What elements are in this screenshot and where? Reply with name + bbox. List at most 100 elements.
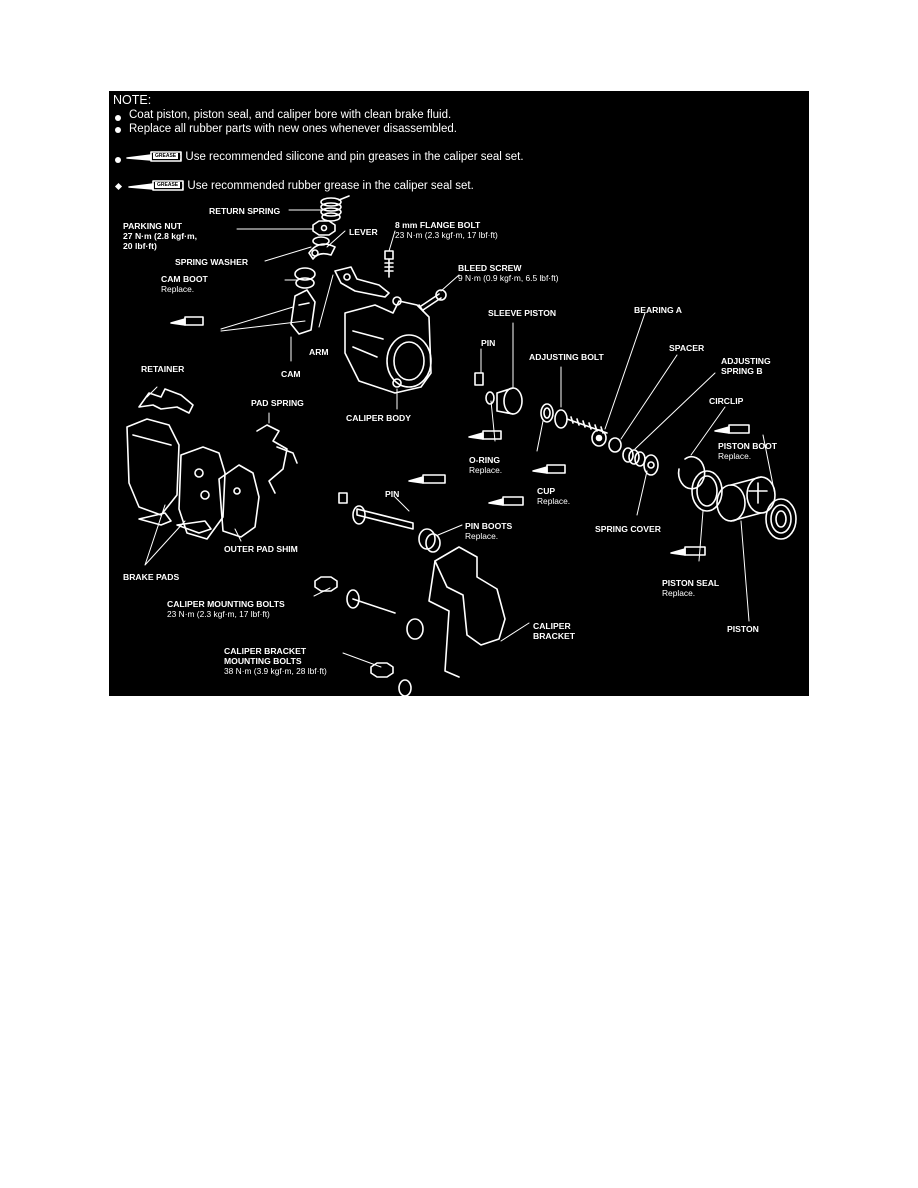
parking-nut-part xyxy=(312,220,336,236)
outer-pad-shim-part xyxy=(218,464,260,538)
label-caliper-mounting-bolts: CALIPER MOUNTING BOLTS xyxy=(167,599,285,609)
label-cup-replace: Replace. xyxy=(537,496,571,506)
label-adjusting-spring-b-2: SPRING B xyxy=(721,366,763,376)
label-piston-boot: PISTON BOOT xyxy=(718,441,778,451)
label-parking-nut-torque-1: 27 N·m (2.8 kgf·m, xyxy=(123,231,198,241)
label-o-ring: O-RING xyxy=(469,455,501,465)
label-caliper-body: CALIPER BODY xyxy=(346,413,411,423)
label-spacer: SPACER xyxy=(669,343,705,353)
pin-boots-part xyxy=(418,528,441,553)
grease-tube-tag: GREASE xyxy=(153,153,179,159)
pin-small-part xyxy=(474,372,484,386)
label-parking-nut: PARKING NUT xyxy=(123,221,183,231)
grease-tube-tag: GREASE xyxy=(155,182,181,188)
label-return-spring: RETURN SPRING xyxy=(209,206,281,216)
label-pin-boots-replace: Replace. xyxy=(465,531,499,541)
label-cam-boot-replace: Replace. xyxy=(161,284,195,294)
note-item-2: Replace all rubber parts with new ones w… xyxy=(129,123,457,135)
brake-pad-outer xyxy=(178,446,226,540)
label-bracket-bolts-torque: 38 N·m (3.9 kgf·m, 28 lbf·ft) xyxy=(224,666,327,676)
label-caliper-mounting-torque: 23 N·m (2.3 kgf·m, 17 lbf·ft) xyxy=(167,609,270,619)
cup-part xyxy=(540,403,554,423)
brake-pad-inner xyxy=(126,418,180,516)
circlip-part xyxy=(677,456,706,490)
label-circlip: CIRCLIP xyxy=(709,396,744,406)
cam-boot-part xyxy=(294,267,316,289)
label-piston-boot-replace: Replace. xyxy=(718,451,752,461)
label-sleeve-piston: SLEEVE PISTON xyxy=(488,308,557,318)
label-parking-nut-torque-2: 20 lbf·ft) xyxy=(123,241,157,251)
grease-tube-icon-1 xyxy=(126,151,182,162)
label-piston: PISTON xyxy=(727,624,759,634)
spring-cover-part xyxy=(643,454,659,476)
bracket-pin-part xyxy=(338,492,414,530)
o-ring-part xyxy=(485,391,495,405)
piston-boot-part xyxy=(765,498,797,540)
label-lever: LEVER xyxy=(349,227,378,237)
grease-tube-icon-cup xyxy=(532,464,566,474)
note-title: NOTE: xyxy=(113,93,152,107)
grease-tube-icon-pinboots xyxy=(488,496,524,506)
label-caliper-bracket-1: CALIPER xyxy=(533,621,571,631)
label-piston-seal-replace: Replace. xyxy=(662,588,696,598)
spacer-part xyxy=(608,437,622,453)
label-bracket-pin: PIN xyxy=(385,489,400,499)
label-bracket-bolts-1: CALIPER BRACKET xyxy=(224,646,307,656)
grease-tube-icon-boot xyxy=(714,424,750,434)
caliper-mounting-bolts-part xyxy=(314,576,424,640)
label-adjusting-spring-b-1: ADJUSTING xyxy=(721,356,771,366)
grease-tube-icon-seal xyxy=(670,546,706,556)
arm-part xyxy=(334,266,390,298)
label-retainer: RETAINER xyxy=(141,364,185,374)
retainer-part xyxy=(138,388,194,414)
label-bracket-bolts-2: MOUNTING BOLTS xyxy=(224,656,302,666)
pad-spring-part xyxy=(256,424,298,494)
bracket-mounting-bolts-part xyxy=(370,662,412,696)
piston-seal-part xyxy=(691,470,723,512)
grease-tube-icon-2 xyxy=(128,180,184,191)
label-adjusting-bolt: ADJUSTING BOLT xyxy=(529,352,604,362)
bullet-icon xyxy=(115,127,121,133)
label-arm: ARM xyxy=(309,347,329,357)
label-pin-boots: PIN BOOTS xyxy=(465,521,513,531)
bearing-a-part xyxy=(591,429,607,447)
label-cup: CUP xyxy=(537,486,556,496)
bleed-screw-part xyxy=(418,289,447,312)
label-pad-spring: PAD SPRING xyxy=(251,398,304,408)
label-bleed-screw-torque: 9 N·m (0.9 kgf·m, 6.5 lbf·ft) xyxy=(458,273,559,283)
caliper-body-part xyxy=(344,296,432,394)
caliper-bracket-part xyxy=(428,546,506,678)
label-bearing-a: BEARING A xyxy=(634,305,682,315)
label-flange-bolt: 8 mm FLANGE BOLT xyxy=(395,220,481,230)
lever-part xyxy=(308,243,336,260)
leader-lines xyxy=(144,209,776,668)
label-bleed-screw: BLEED SCREW xyxy=(458,263,522,273)
label-cam: CAM xyxy=(281,369,301,379)
flange-bolt-part xyxy=(384,250,394,278)
label-cam-boot: CAM BOOT xyxy=(161,274,208,284)
label-spring-cover: SPRING COVER xyxy=(595,524,661,534)
adjusting-spring-b-part xyxy=(622,447,646,467)
label-pin: PIN xyxy=(481,338,496,348)
note-item-1: Coat piston, piston seal, and caliper bo… xyxy=(129,109,452,121)
note-item-4: : Use recommended rubber grease in the c… xyxy=(181,180,474,192)
label-o-ring-replace: Replace. xyxy=(469,465,503,475)
label-caliper-bracket-2: BRACKET xyxy=(533,631,576,641)
label-piston-seal: PISTON SEAL xyxy=(662,578,720,588)
piston-part xyxy=(716,476,776,522)
label-spring-washer: SPRING WASHER xyxy=(175,257,249,267)
note-item-3: : Use recommended silicone and pin greas… xyxy=(179,151,524,163)
label-brake-pads: BRAKE PADS xyxy=(123,572,180,582)
grease-tube-icon-pin xyxy=(408,474,446,484)
adjusting-bolt-part xyxy=(554,409,608,434)
label-flange-bolt-torque: 23 N·m (2.3 kgf·m, 17 lbf·ft) xyxy=(395,230,498,240)
caliper-exploded-drawing xyxy=(126,151,797,696)
grease-tube-icon-oring xyxy=(468,430,502,440)
label-outer-pad-shim: OUTER PAD SHIM xyxy=(224,544,298,554)
sleeve-piston-part xyxy=(496,387,523,415)
bullet-icon xyxy=(115,115,121,121)
cam-part xyxy=(290,289,316,335)
exploded-view-figure: NOTE: Coat piston, piston seal, and cali… xyxy=(109,91,809,696)
pad-clips-part xyxy=(138,512,212,534)
bullet-icon xyxy=(115,157,121,163)
